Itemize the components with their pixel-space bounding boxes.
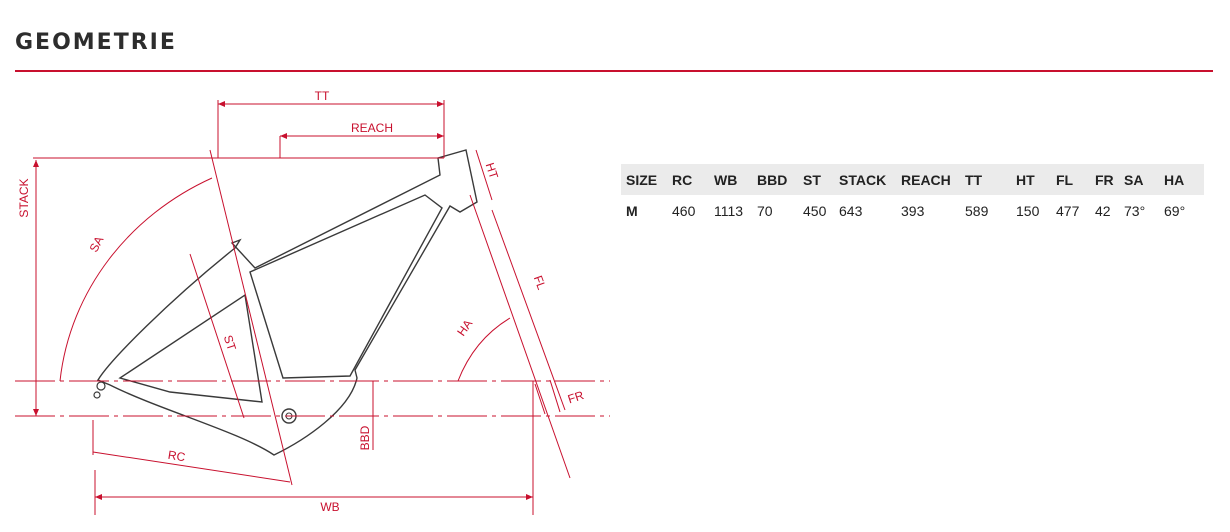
- frame-outline: [96, 149, 478, 456]
- table-header-row: SIZE RC WB BBD ST STACK REACH TT HT FL F…: [621, 164, 1204, 195]
- cell-stack: 643: [839, 203, 863, 219]
- geometry-table: SIZE RC WB BBD ST STACK REACH TT HT FL F…: [621, 164, 1204, 227]
- col-header-tt: TT: [965, 164, 1016, 195]
- fl-label: FL: [531, 274, 549, 292]
- st-label: ST: [221, 333, 239, 353]
- cell-fr: 42: [1095, 203, 1111, 219]
- ht-label: HT: [483, 161, 501, 181]
- col-header-reach: REACH: [901, 164, 965, 195]
- col-header-ha: HA: [1164, 164, 1204, 195]
- frame-main-triangle: [249, 194, 443, 379]
- col-header-wb: WB: [714, 164, 757, 195]
- col-header-bbd: BBD: [757, 164, 803, 195]
- ha-label: HA: [454, 317, 475, 339]
- cell-ha: 69°: [1164, 203, 1186, 219]
- cell-reach: 393: [901, 203, 925, 219]
- cell-fl: 477: [1056, 203, 1080, 219]
- col-header-sa: SA: [1124, 164, 1164, 195]
- title-divider: [15, 70, 1213, 72]
- col-header-size: SIZE: [621, 164, 672, 195]
- col-header-ht: HT: [1016, 164, 1056, 195]
- cell-bbd: 70: [757, 203, 773, 219]
- col-header-rc: RC: [672, 164, 714, 195]
- rc-label: RC: [167, 448, 187, 465]
- cell-wb: 1113: [714, 203, 744, 219]
- frame-rear-triangle: [118, 293, 263, 403]
- reach-label: REACH: [351, 121, 393, 135]
- cell-ht: 150: [1016, 203, 1040, 219]
- sa-label: SA: [87, 234, 107, 255]
- tt-label: TT: [315, 89, 330, 103]
- col-header-stack: STACK: [839, 164, 901, 195]
- cell-rc: 460: [672, 203, 696, 219]
- col-header-fr: FR: [1095, 164, 1124, 195]
- cell-size: M: [626, 203, 638, 219]
- fr-label: FR: [566, 388, 586, 406]
- cell-tt: 589: [965, 203, 989, 219]
- cell-st: 450: [803, 203, 827, 219]
- stack-label: STACK: [17, 178, 31, 217]
- table-row: M 460 1113 70 450 643 393 589 150 477 42…: [621, 195, 1204, 227]
- page-title: GEOMETRIE: [15, 30, 177, 55]
- wb-label: WB: [320, 500, 339, 514]
- bbd-label: BBD: [358, 425, 372, 450]
- geometry-diagram: TT REACH STACK SA HT FL HA ST FR BBD RC …: [15, 89, 610, 515]
- col-header-st: ST: [803, 164, 839, 195]
- col-header-fl: FL: [1056, 164, 1095, 195]
- cell-sa: 73°: [1124, 203, 1146, 219]
- rear-axle: [96, 381, 106, 391]
